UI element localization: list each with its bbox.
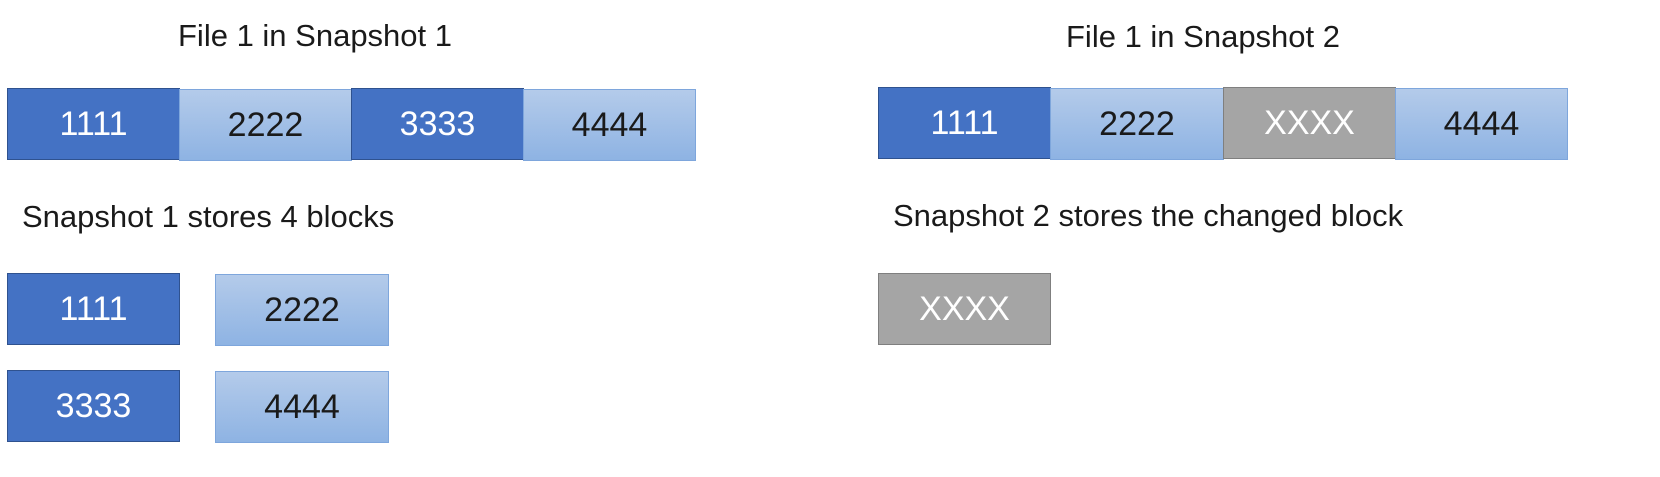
- snapshot2-file-block-1: 1111: [878, 87, 1051, 159]
- snapshot1-stored-block-3: 3333: [7, 370, 180, 442]
- snapshot1-stored-block-4: 4444: [215, 371, 389, 443]
- snapshot2-file-block-2: 2222: [1050, 88, 1224, 160]
- snapshot2-caption: Snapshot 2 stores the changed block: [893, 198, 1404, 233]
- snapshot1-file-block-1: 1111: [7, 88, 180, 160]
- snapshot1-caption: Snapshot 1 stores 4 blocks: [22, 199, 395, 234]
- snapshot2-title: File 1 in Snapshot 2: [1066, 19, 1341, 54]
- snapshot2-stored-block-1: XXXX: [878, 273, 1051, 345]
- snapshot2-file-block-4: 4444: [1395, 88, 1568, 160]
- snapshot1-stored-block-2: 2222: [215, 274, 389, 346]
- snapshot1-title: File 1 in Snapshot 1: [178, 18, 453, 53]
- snapshot2-file-block-3: XXXX: [1223, 87, 1396, 159]
- snapshot1-file-block-3: 3333: [351, 88, 524, 160]
- snapshot1-file-block-4: 4444: [523, 89, 696, 161]
- snapshot1-stored-block-1: 1111: [7, 273, 180, 345]
- snapshot1-file-block-2: 2222: [179, 89, 352, 161]
